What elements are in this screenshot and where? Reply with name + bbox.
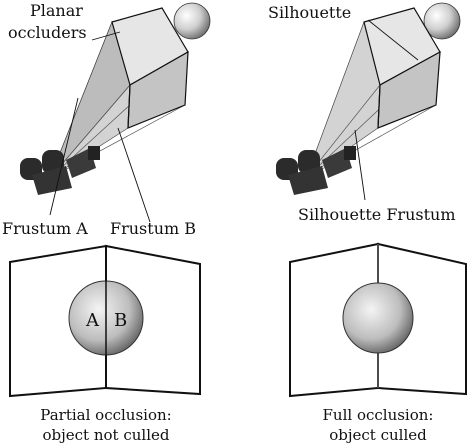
- region-a-label: A: [85, 310, 100, 331]
- sphere-full: [342, 282, 414, 354]
- region-b-label: B: [114, 310, 127, 331]
- silhouette-frustum-label: Silhouette Frustum: [298, 205, 456, 224]
- sphere-object-top-left: [173, 2, 211, 40]
- camera-icon-right: [276, 146, 356, 195]
- frustum-a-label: Frustum A: [2, 219, 88, 238]
- top-left-scene: Planar occluders Frustum A Frustum B: [2, 1, 211, 238]
- sphere-object-top-right: [423, 2, 461, 40]
- caption-left-line2: object not culled: [43, 426, 170, 444]
- silhouette-label: Silhouette: [268, 3, 351, 22]
- planar-occluders-label-line2: occluders: [8, 23, 87, 42]
- bottom-right-view: Full occlusion: object culled: [289, 242, 467, 444]
- caption-right-line1: Full occlusion:: [323, 406, 434, 424]
- bottom-left-view: A B Partial occlusion: object not culled: [9, 244, 201, 444]
- frustum-b-label: Frustum B: [110, 219, 196, 238]
- top-right-scene: Silhouette Silhouette Frustum: [268, 2, 461, 224]
- caption-right-line2: object culled: [329, 426, 427, 444]
- planar-occluders-label: Planar: [30, 1, 83, 20]
- camera-icon: [20, 146, 100, 195]
- caption-left-line1: Partial occlusion:: [40, 406, 171, 424]
